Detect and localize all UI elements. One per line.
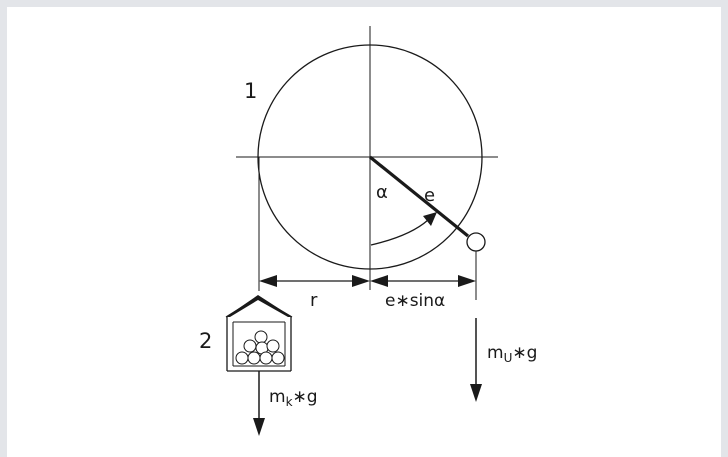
label-basket-force: mk∗g bbox=[269, 387, 318, 409]
label-unbalance-force-rest: ∗g bbox=[512, 343, 537, 363]
eccentricity-arm bbox=[368, 155, 470, 238]
basket-force-arrowhead bbox=[253, 418, 265, 436]
dimension-lever-arrow-right bbox=[458, 275, 476, 287]
dimension-r-arrow-right bbox=[352, 275, 370, 287]
basket-icon bbox=[225, 295, 293, 372]
label-basket-force-mass: m bbox=[269, 387, 286, 407]
label-lever-arm: e∗sinα bbox=[385, 291, 445, 311]
diagram-panel bbox=[7, 7, 721, 457]
label-eccentricity: e bbox=[424, 185, 435, 206]
label-basket-force-subscript: k bbox=[286, 395, 293, 409]
label-radius: r bbox=[310, 290, 318, 311]
unbalance-force-arrowhead bbox=[470, 384, 482, 402]
label-basket-number: 2 bbox=[199, 329, 212, 353]
dimension-r-arrow-left bbox=[259, 275, 277, 287]
rotation-arc bbox=[370, 219, 429, 246]
label-unbalance-force: mU∗g bbox=[487, 343, 537, 365]
label-basket-force-rest: ∗g bbox=[293, 387, 318, 407]
dimension-lever-arrow-left bbox=[370, 275, 388, 287]
label-wheel-number: 1 bbox=[244, 79, 257, 103]
label-angle: α bbox=[376, 182, 388, 203]
label-unbalance-force-subscript: U bbox=[504, 351, 513, 365]
unbalance-mass bbox=[466, 232, 486, 252]
label-unbalance-force-mass: m bbox=[487, 343, 504, 363]
rotation-arrowhead bbox=[423, 212, 437, 226]
